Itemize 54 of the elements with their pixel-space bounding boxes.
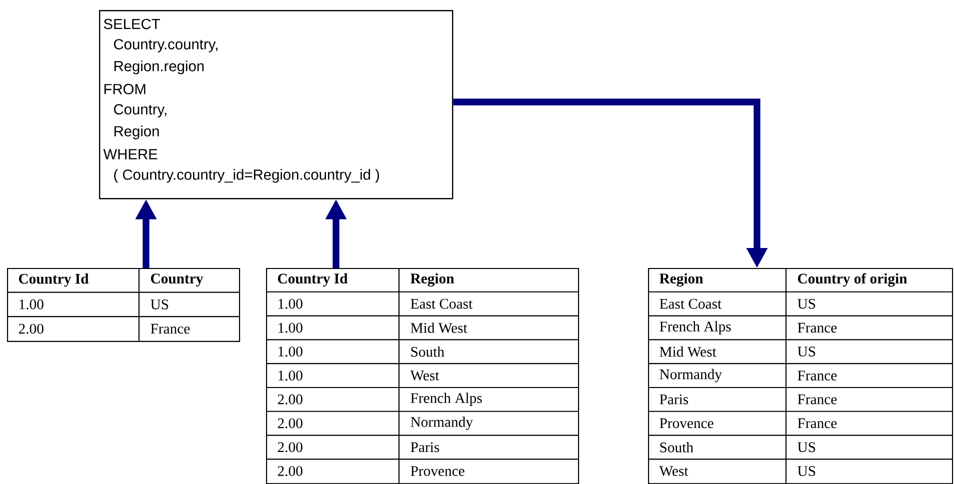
table-cell: Region: [410, 273, 454, 287]
table-cell: 2.00: [18, 324, 44, 334]
table-cell: Provence: [410, 466, 464, 476]
table-cell: Normandy: [660, 368, 722, 382]
table-cell: Mid West: [660, 346, 716, 357]
table-cell: South: [411, 346, 444, 357]
table-cell: East Coast: [410, 298, 473, 309]
table-cell: US: [798, 466, 816, 476]
table-cell: 2.00: [278, 466, 302, 476]
table-cell: East Coast: [660, 298, 722, 309]
table-cell: France: [798, 322, 837, 333]
table-cell: 2.00: [278, 394, 302, 404]
table-cell: France: [798, 370, 837, 380]
code-line: Country.country,: [114, 39, 218, 52]
table-cell: West: [410, 370, 440, 380]
table-cell: 2.00: [278, 418, 302, 428]
table-cell: 1.00: [278, 346, 302, 357]
code-line: Region: [114, 126, 159, 140]
table-cell: US: [798, 298, 816, 309]
table-cell: US: [150, 299, 168, 310]
table-cell: Mid West: [410, 322, 468, 333]
table-cell: Paris: [660, 394, 688, 404]
table-cell: Country Id: [18, 273, 89, 287]
data-table: [648, 268, 954, 484]
table-cell: US: [798, 442, 816, 452]
table-cell: Region: [660, 273, 704, 287]
code-line: WHERE: [103, 149, 158, 160]
code-line: ( Country.country_id=Region.country_id ): [114, 169, 380, 183]
table-cell: 1.00: [278, 298, 302, 309]
code-line: Region.region: [114, 60, 204, 74]
code-line: SELECT: [104, 18, 160, 30]
code-line: FROM: [104, 84, 146, 94]
code-line: Country,: [114, 104, 166, 118]
data-table: [7, 268, 240, 342]
table-cell: Normandy: [410, 416, 473, 430]
table-cell: Country: [150, 274, 204, 287]
query-box: [99, 10, 454, 200]
table-cell: 2.00: [278, 442, 302, 452]
table-cell: Country Id: [278, 273, 348, 287]
table-cell: 1.00: [278, 370, 302, 381]
table-cell: Country of origin: [798, 273, 908, 287]
table-cell: France: [150, 324, 190, 334]
table-cell: French Alps: [410, 392, 482, 406]
data-table: [266, 268, 580, 484]
table-cell: France: [798, 394, 837, 404]
table-cell: Paris: [410, 442, 440, 452]
table-cell: 1.00: [278, 322, 302, 333]
table-cell: France: [798, 418, 837, 428]
table-cell: South: [660, 442, 694, 452]
table-cell: French Alps: [660, 321, 731, 334]
table-cell: Provence: [660, 418, 714, 428]
table-cell: West: [659, 466, 688, 476]
table-cell: US: [798, 346, 816, 357]
table-cell: 1.00: [20, 299, 44, 310]
